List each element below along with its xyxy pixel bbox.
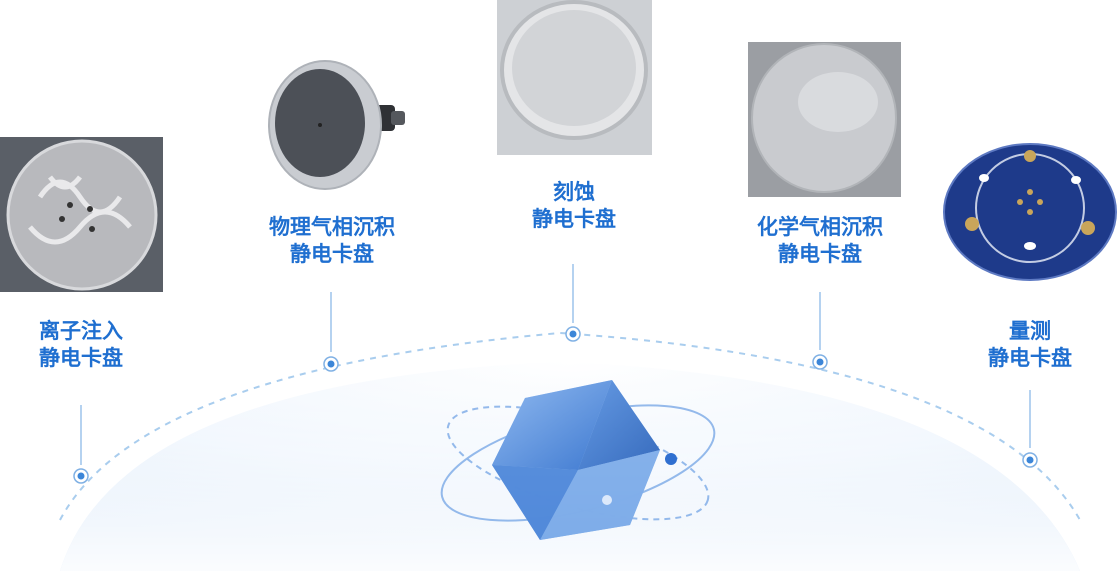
dashed-arc [59, 331, 1081, 521]
etch-chuck-image [497, 0, 652, 155]
ion-implantation-chuck-image [0, 137, 163, 292]
connectors [80, 264, 1031, 465]
crystal-icon [440, 380, 716, 540]
product-label-ion-implantation: 离子注入 静电卡盘 [39, 319, 123, 370]
pvd-chuck-image [265, 55, 410, 190]
product-label-pvd: 物理气相沉积 静电卡盘 [269, 215, 395, 266]
product-label-metrology: 量测 静电卡盘 [988, 319, 1072, 370]
cvd-chuck-image [748, 42, 901, 197]
product-label-etch: 刻蚀 静电卡盘 [532, 180, 616, 231]
arc-dots [73, 326, 1038, 484]
metrology-chuck-image [942, 142, 1118, 282]
product-label-cvd: 化学气相沉积 静电卡盘 [757, 215, 883, 266]
